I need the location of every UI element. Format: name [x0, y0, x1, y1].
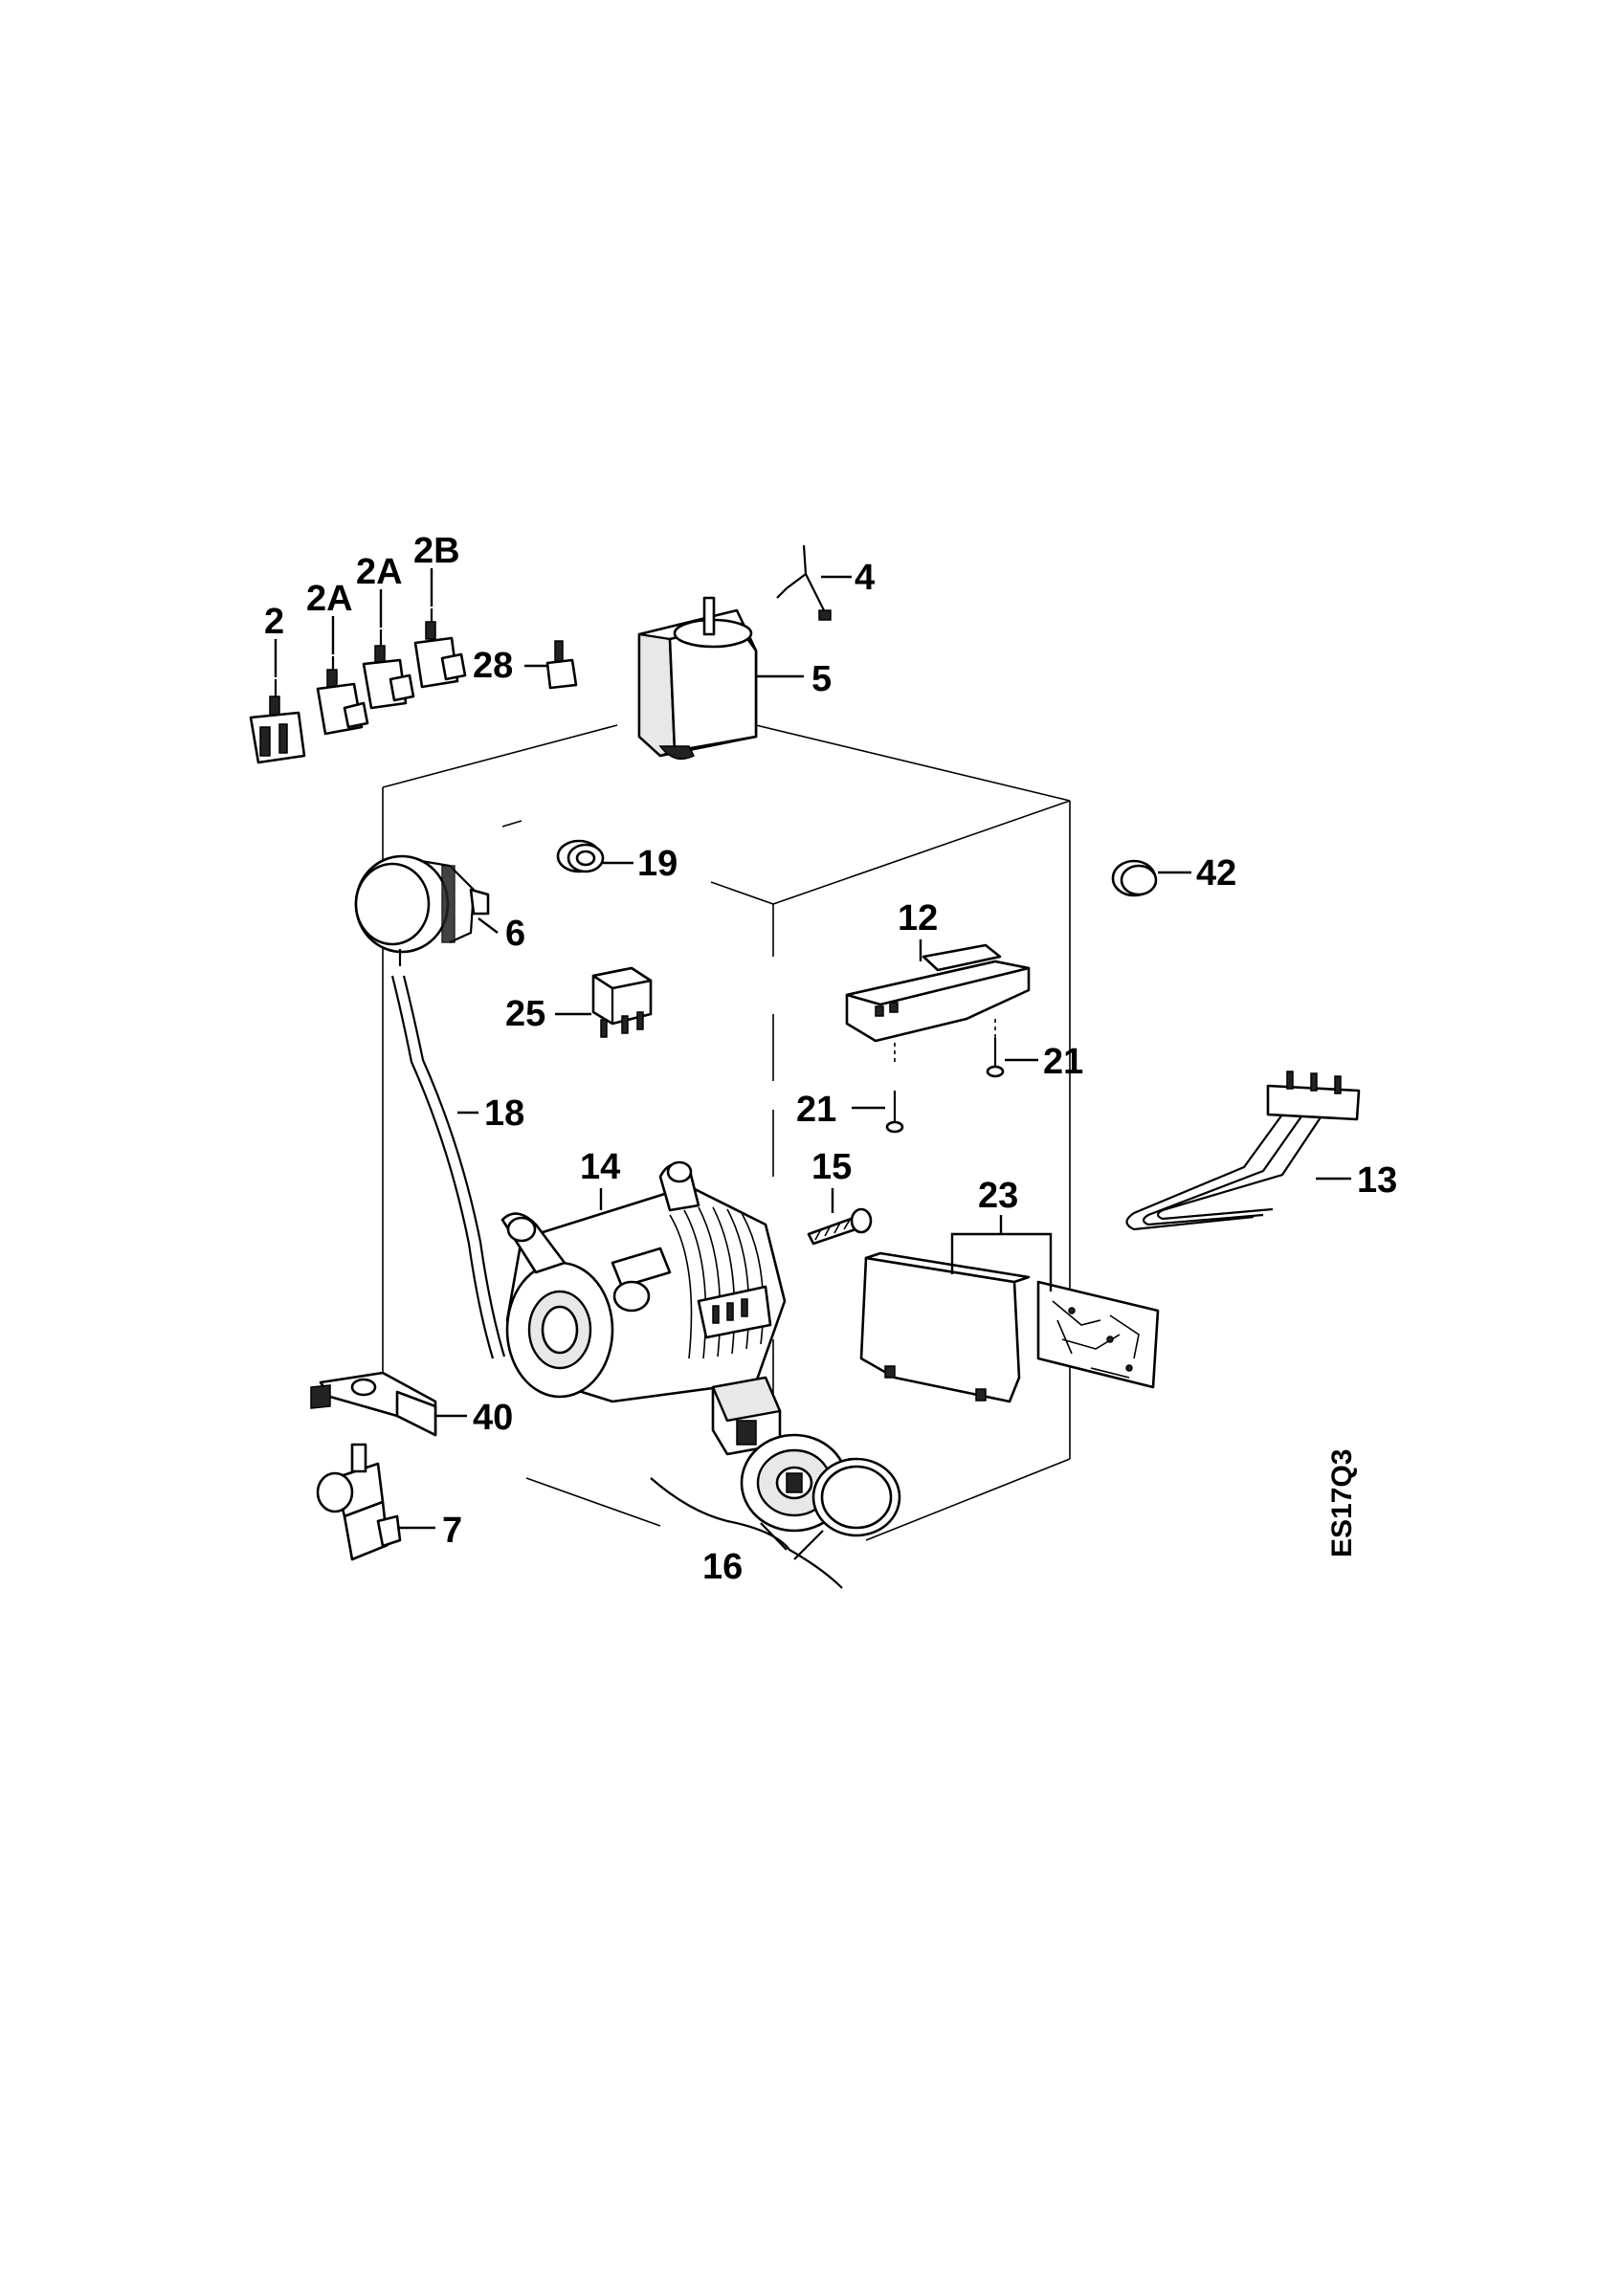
callout-2a-first: 2A: [306, 579, 353, 619]
part-12-door-lock: [845, 939, 1031, 1062]
part-5-pump: [637, 596, 804, 761]
callout-40: 40: [473, 1398, 513, 1438]
callout-19: 19: [637, 844, 678, 884]
callout-4: 4: [855, 558, 875, 598]
callout-25: 25: [505, 994, 545, 1034]
callout-2: 2: [264, 602, 284, 642]
callout-6: 6: [505, 914, 525, 954]
part-6-pressure-switch: [354, 854, 499, 966]
callout-15: 15: [811, 1147, 852, 1187]
part-21-screw-upper: [986, 1038, 1038, 1078]
switch-2a-second: [362, 589, 415, 710]
part-14-motor: [500, 1160, 787, 1403]
part-23-control-board: [859, 1215, 1160, 1403]
part-18-hose: [390, 975, 506, 1359]
callout-23: 23: [978, 1176, 1018, 1216]
part-28-sensor: [524, 640, 578, 690]
part-13-heating-element: [1125, 1071, 1361, 1231]
callout-7: 7: [442, 1511, 462, 1551]
part-4-sensor-wire: [776, 544, 852, 621]
switch-2: [249, 639, 306, 764]
part-42-cap: [1111, 859, 1191, 897]
callout-28: 28: [473, 646, 513, 686]
callout-labels: 2 2A 2A 2B 4 28 5 19 42 6 12 25 21 21 18…: [264, 531, 1397, 1587]
part-40-bracket: [310, 1371, 467, 1437]
callout-2a-second: 2A: [356, 552, 403, 592]
part-19-grommet: [556, 839, 633, 873]
callout-42: 42: [1196, 853, 1236, 894]
part-16-drain-pump: [650, 1376, 901, 1589]
callout-5: 5: [811, 659, 832, 699]
callout-13: 13: [1357, 1160, 1397, 1201]
callout-21-upper: 21: [1043, 1042, 1083, 1082]
callout-16: 16: [702, 1547, 743, 1587]
switch-2b: [413, 568, 467, 689]
callout-14: 14: [580, 1147, 620, 1187]
part-25-relay: [555, 966, 653, 1038]
switch-2a-first: [316, 616, 369, 736]
part-15-bolt: [807, 1188, 873, 1246]
drawing-code: ES17Q3: [1326, 1449, 1358, 1557]
part-21-screw-lower: [852, 1091, 904, 1134]
callout-12: 12: [898, 898, 938, 938]
callout-18: 18: [484, 1093, 524, 1134]
part-7-valve: [316, 1443, 435, 1561]
callout-21-lower: 21: [796, 1090, 836, 1130]
callout-2b: 2B: [413, 531, 460, 571]
